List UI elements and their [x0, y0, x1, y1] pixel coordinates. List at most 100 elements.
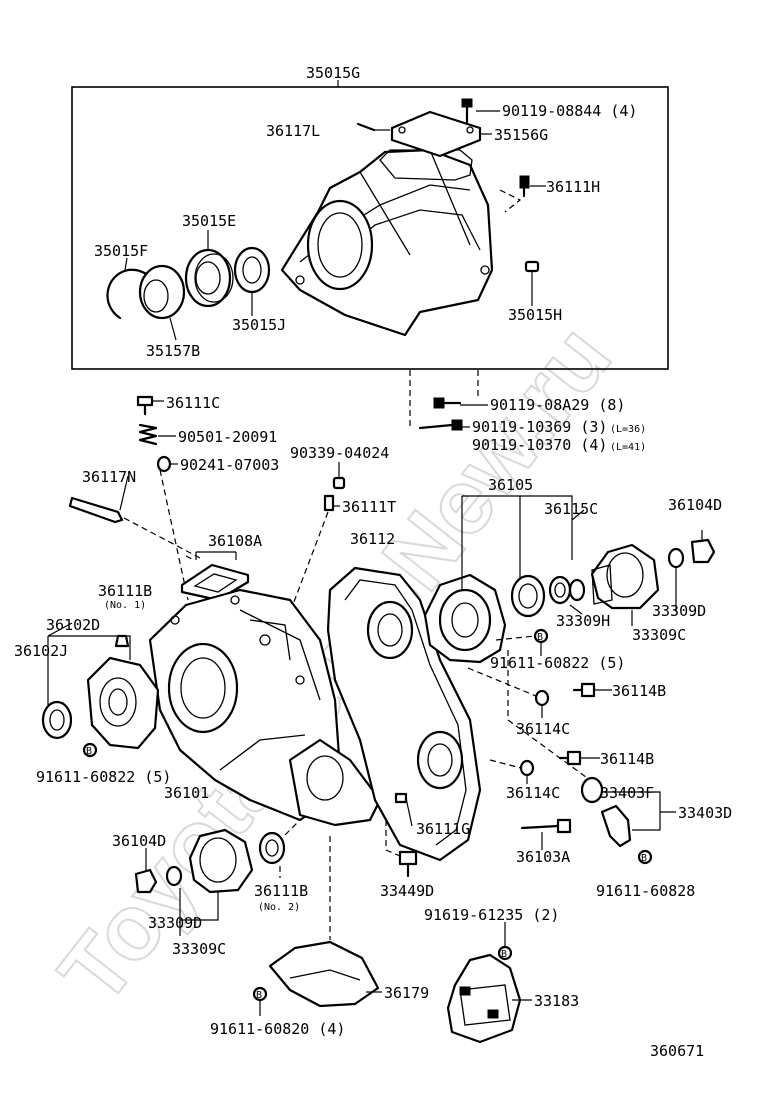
label-36114c-a: 36114C — [516, 720, 570, 738]
label-36117l: 36117L — [266, 122, 320, 140]
label-33403f: 33403F — [600, 784, 654, 802]
label-36101: 36101 — [164, 784, 209, 802]
label-36102j: 36102J — [14, 642, 68, 660]
label-36111b-no2-note: (No. 2) — [258, 902, 300, 913]
label-33403d: 33403D — [678, 804, 732, 822]
label-91611-60822-left: 91611-60822 (5) — [36, 768, 171, 786]
label-36104d-right: 36104D — [668, 496, 722, 514]
label-36112: 36112 — [350, 530, 395, 548]
label-36114b-a: 36114B — [612, 682, 666, 700]
pin-90339-04024 — [332, 476, 346, 490]
label-90501-20091: 90501-20091 — [178, 428, 277, 446]
label-33309d-left: 33309D — [148, 914, 202, 932]
svg-text:B: B — [641, 853, 647, 864]
front-transfer-case — [148, 588, 382, 827]
bolt-90119-10369 — [418, 419, 463, 431]
seal-33309h — [548, 575, 572, 605]
label-36117n: 36117N — [82, 468, 136, 486]
label-36111h: 36111H — [546, 178, 600, 196]
label-35015h: 35015H — [508, 306, 562, 324]
bolt-36111t — [323, 494, 335, 512]
companion-flange-left — [188, 828, 254, 894]
label-35157b: 35157B — [146, 342, 200, 360]
bolt-mark-91611-left: B — [82, 742, 98, 758]
label-36108a: 36108A — [208, 532, 262, 550]
oil-seal-35015j — [233, 246, 271, 294]
rear-extension-housing — [423, 573, 507, 664]
label-36111b-no1-note: (No. 1) — [104, 600, 146, 611]
oil-seal-36115c — [510, 574, 546, 618]
label-90339-04024: 90339-04024 — [290, 444, 389, 462]
oil-seal-36111b-no2 — [258, 831, 286, 865]
plug-36114b-a — [572, 682, 596, 698]
label-90119-10370: 90119-10370 (4) — [472, 436, 607, 454]
label-35015f: 35015F — [94, 242, 148, 260]
label-36104d-left: 36104D — [112, 832, 166, 850]
svg-text:B: B — [537, 632, 543, 643]
label-35156g: 35156G — [494, 126, 548, 144]
label-91611-60828: 91611-60828 — [596, 882, 695, 900]
label-36111t: 36111T — [342, 498, 396, 516]
label-36114c-b: 36114C — [506, 784, 560, 802]
svg-text:B: B — [256, 990, 262, 1001]
washer-33309d-right — [667, 547, 685, 569]
nut-36104d-right — [690, 538, 716, 564]
plug-36111h — [519, 175, 530, 198]
plug-36111c — [136, 395, 154, 416]
bolt-mark-91611-right: B — [533, 628, 549, 644]
gasket-36114c-b — [519, 759, 535, 777]
label-91611-60822-right: 91611-60822 (5) — [490, 654, 625, 672]
speedometer-sleeve-33403d — [600, 804, 632, 848]
label-36115c: 36115C — [544, 500, 598, 518]
label-90119-10369-note: (L=36) — [610, 424, 646, 435]
bolt-mark-91611-60820: B — [252, 986, 268, 1002]
bolt-90119-08844 — [461, 98, 473, 124]
bolt-90119-08a29 — [433, 397, 462, 409]
svg-text:B: B — [86, 746, 92, 757]
o-ring-33403f — [580, 776, 604, 804]
diagram-id: 360671 — [650, 1042, 704, 1060]
label-35015g: 35015G — [306, 64, 360, 82]
companion-flange-right — [590, 543, 660, 610]
cover-plate — [390, 110, 482, 158]
label-36111b-no2: 36111B — [254, 882, 308, 900]
label-91611-60820: 91611-60820 (4) — [210, 1020, 345, 1038]
pin-36117l — [356, 122, 376, 132]
washer-33309d-left — [165, 865, 183, 887]
bolt-mark-91619-61235: B — [497, 945, 513, 961]
label-91619-61235: 91619-61235 (2) — [424, 906, 559, 924]
label-33309c-right: 33309C — [632, 626, 686, 644]
mount-bracket-33183 — [446, 953, 522, 1044]
front-cover-36102d — [86, 656, 160, 750]
bolt-36103a — [520, 818, 572, 834]
label-90119-10370-note: (L=41) — [610, 442, 646, 453]
label-36114b-b: 36114B — [600, 750, 654, 768]
label-33183: 33183 — [534, 992, 579, 1010]
oil-seal-36102j — [41, 700, 73, 740]
gasket-36114c-a — [534, 689, 550, 707]
ball-90241-07003 — [156, 455, 172, 473]
label-36179: 36179 — [384, 984, 429, 1002]
label-90241-07003: 90241-07003 — [180, 456, 279, 474]
label-36111b-no1: 36111B — [98, 582, 152, 600]
label-90119-08a29: 90119-08A29 (8) — [490, 396, 625, 414]
label-90119-08844: 90119-08844 (4) — [502, 102, 637, 120]
label-33449d: 33449D — [380, 882, 434, 900]
pin-35015h — [524, 260, 540, 273]
part-labels: 35015G 90119-08844 (4) 36117L 35156G 361… — [14, 64, 732, 1060]
breather-hose-36117n — [68, 496, 124, 524]
plug-36111g — [394, 792, 408, 804]
label-33309h: 33309H — [556, 612, 610, 630]
nut-36104d-left — [134, 868, 158, 894]
extension-housing-group — [71, 80, 669, 370]
spring-90501-20091 — [138, 423, 158, 446]
label-36111c: 36111C — [166, 394, 220, 412]
bolt-mark-91611-60828: B — [637, 849, 653, 865]
label-36103a: 36103A — [516, 848, 570, 866]
skid-plate-36179 — [268, 836, 380, 1008]
bolt-33449d — [398, 850, 418, 878]
label-35015j: 35015J — [232, 316, 286, 334]
group-box — [71, 86, 669, 370]
cover-35157b — [138, 264, 186, 320]
